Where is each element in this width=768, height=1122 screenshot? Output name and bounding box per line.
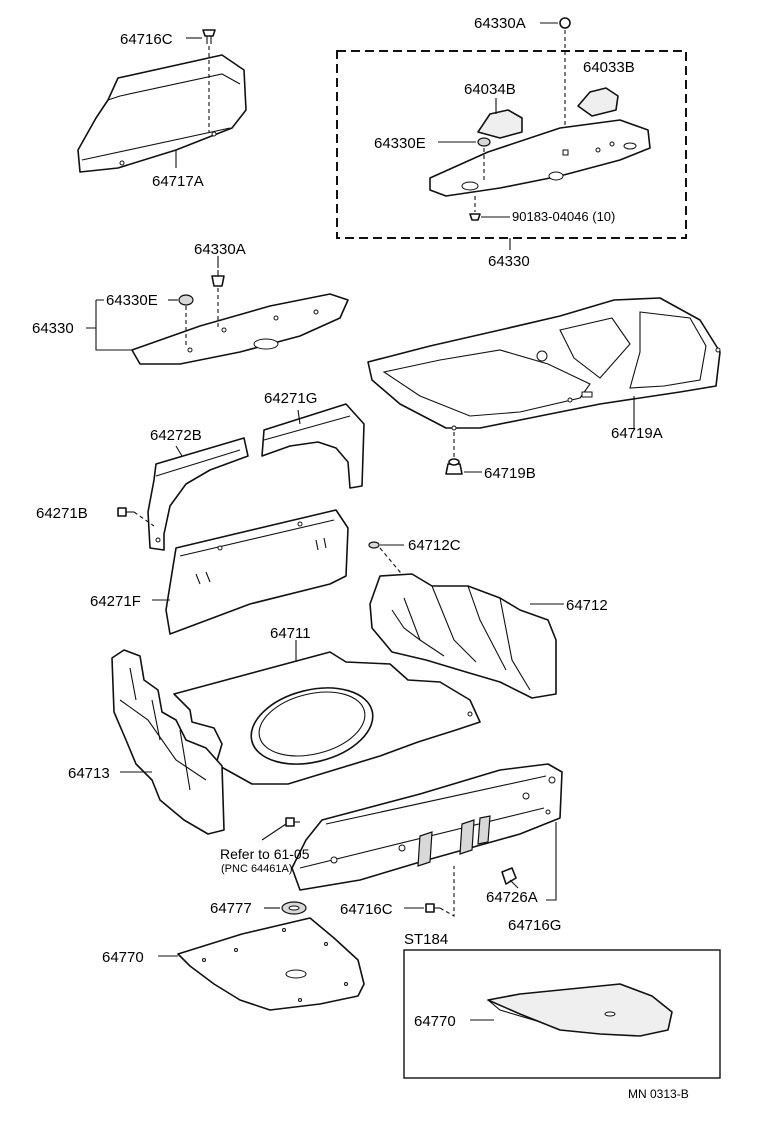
label-64770: 64770: [102, 949, 144, 966]
label-64716C-top: 64716C: [120, 31, 173, 48]
part-90183-clip: [469, 213, 481, 221]
part-64271B-screw: [117, 507, 134, 517]
label-64711: 64711: [270, 625, 311, 642]
part-64330E-cushion-mid: [178, 294, 194, 306]
part-64330A-pin-mid: [211, 270, 225, 287]
label-64272B: 64272B: [150, 427, 202, 444]
part-64717A-cover: [77, 54, 247, 173]
inset-st184-box: [403, 949, 721, 1079]
part-64711-trunk-mat: [173, 651, 481, 785]
label-64719A: 64719A: [611, 425, 663, 442]
label-refer-to-61-05: Refer to 61-05: [220, 846, 310, 862]
part-64330E-cushion-top: [477, 137, 491, 147]
label-64330A-mid: 64330A: [194, 241, 246, 258]
label-64712C: 64712C: [408, 537, 461, 554]
label-64716G: 64716G: [508, 917, 561, 934]
part-64034B-pad: [477, 109, 523, 139]
label-64719B: 64719B: [484, 465, 536, 482]
label-64033B: 64033B: [583, 59, 635, 76]
part-64716C-clip-bottom: [425, 903, 440, 913]
part-64272B-side-trim: [147, 437, 249, 551]
part-64033B-pad: [577, 87, 619, 117]
label-64271G: 64271G: [264, 390, 317, 407]
label-64271B: 64271B: [36, 505, 88, 522]
label-64034B: 64034B: [464, 81, 516, 98]
part-64770-spare-cover: [177, 917, 365, 1011]
part-64330-shelf-in-box: [429, 119, 651, 197]
part-64716G-back-panel-trim: [291, 763, 563, 891]
diagram-code: MN 0313-B: [628, 1087, 689, 1101]
label-64330A-top: 64330A: [474, 15, 526, 32]
label-64770-inset: 64770: [414, 1013, 456, 1030]
part-64271F-front-trim: [165, 509, 349, 635]
part-64330-package-tray: [131, 293, 349, 365]
label-90183: 90183-04046 (10): [512, 209, 615, 224]
label-pnc-64461A: (PNC 64461A): [221, 863, 293, 875]
label-64330-mid: 64330: [32, 320, 74, 337]
label-64777: 64777: [210, 900, 252, 917]
label-64330-box: 64330: [488, 253, 530, 270]
part-64726A-clip: [501, 867, 519, 889]
label-st184: ST184: [404, 931, 448, 948]
part-64712C-clip: [368, 541, 380, 549]
label-64330E-mid: 64330E: [106, 292, 158, 309]
label-64271F: 64271F: [90, 593, 141, 610]
part-64716C-clip-top: [202, 29, 216, 44]
part-refer-screw: [285, 817, 300, 827]
part-64719A-trunk-lid-trim: [367, 297, 721, 431]
part-64713-side-trim: [111, 649, 225, 835]
part-64330A-pin-top: [559, 17, 571, 29]
label-64726A: 64726A: [486, 889, 538, 906]
part-64777-grommet: [281, 901, 307, 915]
label-64717A: 64717A: [152, 173, 204, 190]
part-64719B-stopper: [445, 458, 463, 475]
label-64712: 64712: [566, 597, 608, 614]
label-64713: 64713: [68, 765, 110, 782]
part-64271G-side-trim: [261, 403, 365, 489]
label-64716C-bottom: 64716C: [340, 901, 393, 918]
label-64330E-top: 64330E: [374, 135, 426, 152]
part-64770-inset-cover: [487, 983, 673, 1037]
assembly-64330-box: [336, 50, 687, 239]
part-64712-side-trim: [369, 573, 557, 699]
